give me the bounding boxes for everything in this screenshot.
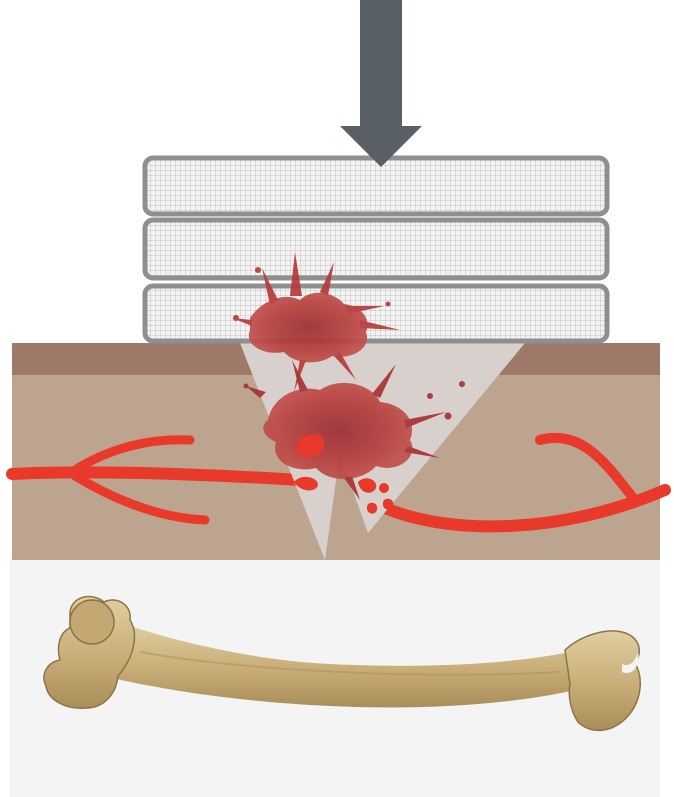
gauze-stack xyxy=(145,158,607,341)
femur-condyles-right xyxy=(565,631,640,730)
pressure-arrow-shaft xyxy=(360,0,402,128)
gauze-pad-bottom xyxy=(145,286,607,341)
gauze-pad-middle xyxy=(145,220,607,278)
femur-head-ball xyxy=(70,600,114,644)
pressure-arrow xyxy=(340,0,422,167)
gauze-pad-top xyxy=(145,158,607,214)
